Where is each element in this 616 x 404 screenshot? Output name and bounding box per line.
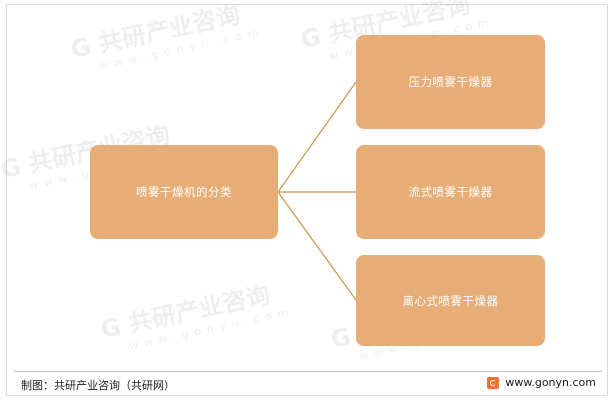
root-node-label: 喷雾干燥机的分类 bbox=[136, 185, 232, 199]
root-node: 喷雾干燥机的分类 bbox=[90, 145, 278, 239]
child-node-label: 离心式喷雾干燥器 bbox=[402, 293, 499, 308]
footer-divider bbox=[14, 371, 602, 372]
diagram-frame bbox=[6, 4, 608, 396]
brand-footer: www.gonyn.com bbox=[487, 376, 596, 389]
child-node-pressure: 压力喷雾干燥器 bbox=[356, 35, 545, 129]
connector-to-child-2 bbox=[277, 191, 357, 301]
child-node-label: 压力喷雾干燥器 bbox=[408, 75, 493, 89]
connector-to-child-0 bbox=[277, 81, 357, 193]
site-url: www.gonyn.com bbox=[505, 376, 596, 389]
child-node-flow: 流式喷雾干燥器 bbox=[356, 145, 545, 239]
child-node-centrifugal: 离心式喷雾干燥器 bbox=[356, 255, 545, 346]
source-caption: 制图：共研产业咨询（共研网） bbox=[21, 379, 175, 392]
child-node-label: 流式喷雾干燥器 bbox=[408, 185, 493, 199]
gonyn-logo-icon bbox=[487, 376, 500, 389]
